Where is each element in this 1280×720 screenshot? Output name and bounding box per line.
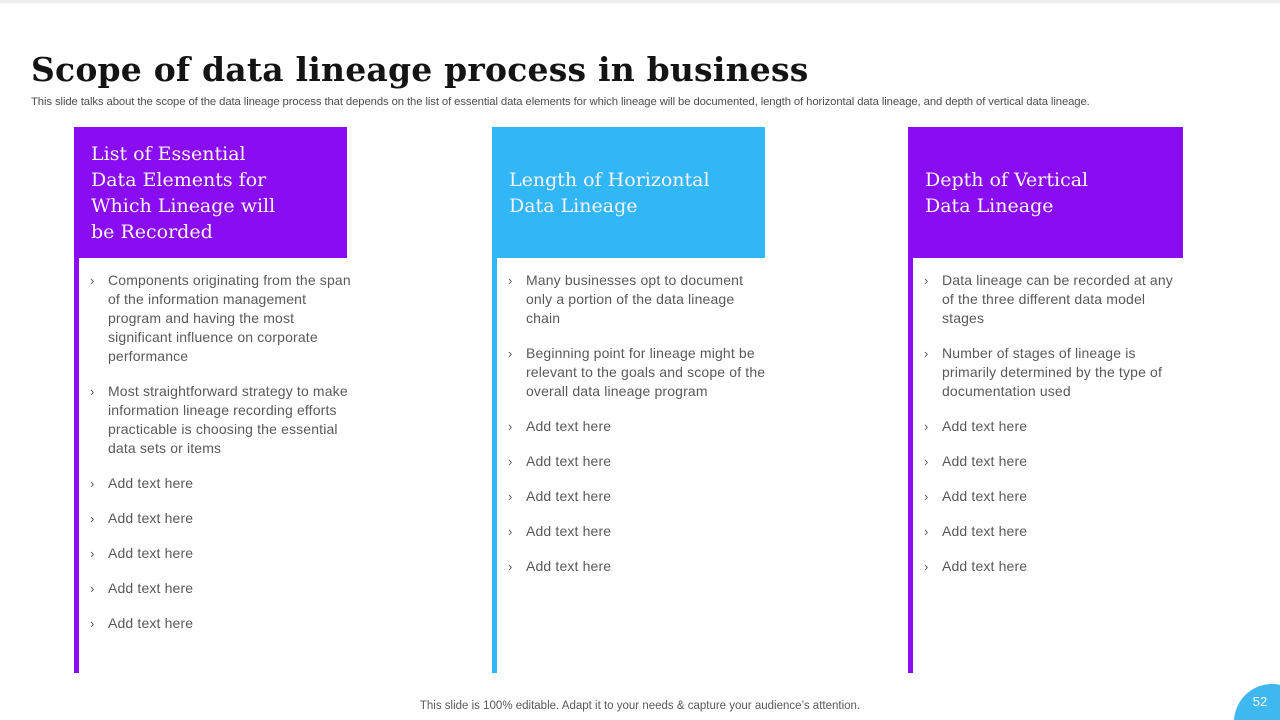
bullet-item: › Add text here	[497, 522, 765, 541]
column-vertical-lineage: Depth of Vertical Data Lineage › Data li…	[908, 127, 1183, 673]
slide-top-edge	[0, 0, 1280, 3]
bullet-item: › Add text here	[913, 487, 1183, 506]
bullet-item: › Add text here	[497, 417, 765, 436]
chevron-bullet-icon: ›	[90, 273, 95, 288]
bullet-item: › Add text here	[79, 579, 347, 598]
column-header: Depth of Vertical Data Lineage	[908, 127, 1183, 258]
bullet-item: › Add text here	[79, 509, 347, 528]
chevron-bullet-icon: ›	[924, 524, 929, 539]
chevron-bullet-icon: ›	[924, 346, 929, 361]
bullet-item: › Beginning point for lineage might be r…	[497, 344, 765, 401]
editable-note: This slide is 100% editable. Adapt it to…	[419, 700, 861, 712]
bullet-item: › Add text here	[913, 522, 1183, 541]
bullet-text-placeholder: Add text here	[108, 545, 194, 561]
slide-title: Scope of data lineage process in busines…	[31, 50, 809, 90]
chevron-bullet-icon: ›	[508, 419, 513, 434]
chevron-bullet-icon: ›	[508, 489, 513, 504]
bullet-text-placeholder: Add text here	[942, 418, 1028, 434]
bullet-text: Beginning point for lineage might be rel…	[526, 345, 766, 399]
chevron-bullet-icon: ›	[90, 511, 95, 526]
column-header: Length of Horizontal Data Lineage	[492, 127, 765, 258]
bullet-text-placeholder: Add text here	[108, 510, 194, 526]
bullet-text-placeholder: Add text here	[526, 418, 612, 434]
page-number: 52	[1252, 694, 1268, 709]
bullet-item: › Number of stages of lineage is primari…	[913, 344, 1183, 401]
chevron-bullet-icon: ›	[924, 559, 929, 574]
chevron-bullet-icon: ›	[508, 524, 513, 539]
column-horizontal-lineage: Length of Horizontal Data Lineage › Many…	[492, 127, 765, 673]
column-header: List of Essential Data Elements for Whic…	[74, 127, 347, 258]
chevron-bullet-icon: ›	[924, 489, 929, 504]
bullet-item: › Add text here	[79, 614, 347, 633]
chevron-bullet-icon: ›	[508, 454, 513, 469]
bullet-item: › Add text here	[497, 452, 765, 471]
chevron-bullet-icon: ›	[90, 616, 95, 631]
bullet-text: Many businesses opt to document only a p…	[526, 272, 744, 326]
bullet-item: › Add text here	[913, 452, 1183, 471]
bullet-item: › Most straightforward strategy to make …	[79, 382, 348, 458]
chevron-bullet-icon: ›	[90, 384, 95, 399]
chevron-bullet-icon: ›	[508, 559, 513, 574]
bullet-text-placeholder: Add text here	[526, 453, 612, 469]
chevron-bullet-icon: ›	[508, 346, 513, 361]
bullet-text: Most straightforward strategy to make in…	[108, 383, 348, 456]
chevron-bullet-icon: ›	[924, 454, 929, 469]
bullet-text: Components originating from the span of …	[108, 272, 351, 364]
bullet-item: › Add text here	[913, 417, 1183, 436]
chevron-bullet-icon: ›	[924, 273, 929, 288]
bullet-item: › Add text here	[79, 544, 347, 563]
bullet-text-placeholder: Add text here	[108, 615, 194, 631]
bullet-text-placeholder: Add text here	[526, 488, 612, 504]
slide-subtitle: This slide talks about the scope of the …	[31, 96, 1090, 109]
bullet-text-placeholder: Add text here	[942, 523, 1028, 539]
bullet-item: › Data lineage can be recorded at any of…	[913, 271, 1183, 328]
bullet-text-placeholder: Add text here	[942, 558, 1028, 574]
column-body: › Many businesses opt to document only a…	[492, 258, 765, 673]
bullet-text-placeholder: Add text here	[942, 453, 1028, 469]
chevron-bullet-icon: ›	[90, 581, 95, 596]
bullet-text-placeholder: Add text here	[526, 523, 612, 539]
bullet-text-placeholder: Add text here	[108, 475, 194, 491]
bullet-list: › Data lineage can be recorded at any of…	[913, 271, 1183, 576]
column-essential-data-elements: List of Essential Data Elements for Whic…	[74, 127, 351, 673]
bullet-item: › Add text here	[913, 557, 1183, 576]
chevron-bullet-icon: ›	[90, 546, 95, 561]
bullet-item: › Many businesses opt to document only a…	[497, 271, 765, 328]
bullet-item: › Add text here	[497, 487, 765, 506]
bullet-item: › Components originating from the span o…	[79, 271, 351, 366]
page-number-badge: 52	[1234, 684, 1280, 720]
bullet-list: › Many businesses opt to document only a…	[497, 271, 765, 576]
column-body: › Components originating from the span o…	[74, 258, 351, 673]
bullet-text: Number of stages of lineage is primarily…	[942, 345, 1163, 399]
bullet-item: › Add text here	[79, 474, 347, 493]
chevron-bullet-icon: ›	[508, 273, 513, 288]
bullet-list: › Components originating from the span o…	[79, 271, 351, 633]
chevron-bullet-icon: ›	[90, 476, 95, 491]
column-body: › Data lineage can be recorded at any of…	[908, 258, 1183, 673]
bullet-text-placeholder: Add text here	[108, 580, 194, 596]
bullet-text: Data lineage can be recorded at any of t…	[942, 272, 1173, 326]
bullet-text-placeholder: Add text here	[942, 488, 1028, 504]
bullet-text-placeholder: Add text here	[526, 558, 612, 574]
chevron-bullet-icon: ›	[924, 419, 929, 434]
bullet-item: › Add text here	[497, 557, 765, 576]
